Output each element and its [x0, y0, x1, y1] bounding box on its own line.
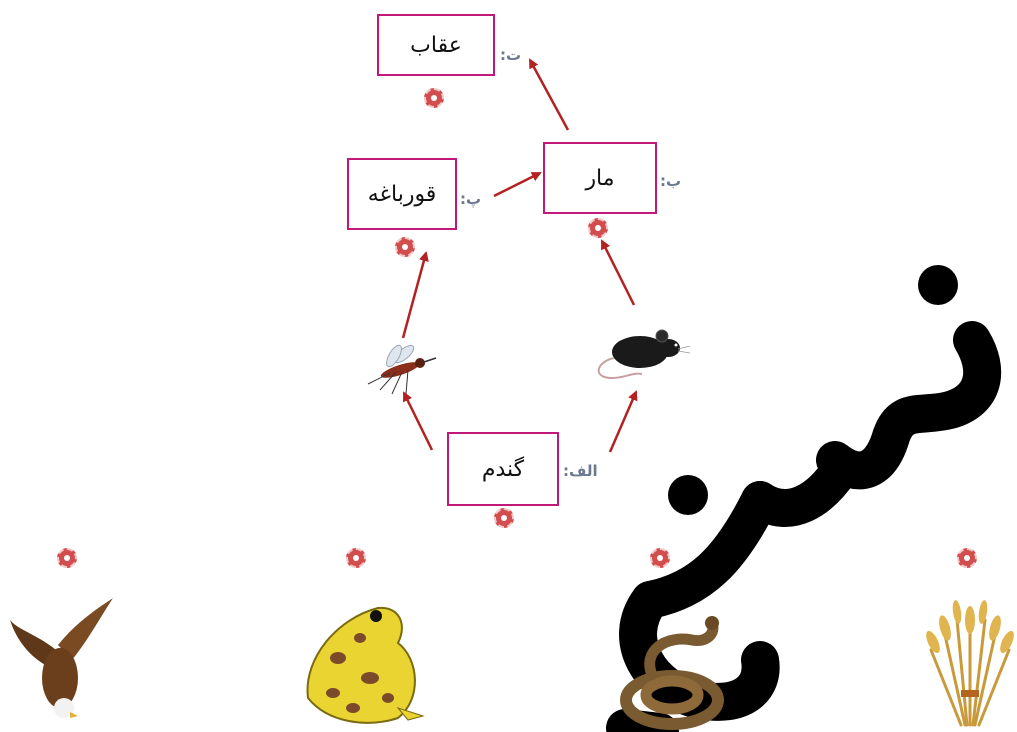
eagle-letter: ت: [500, 46, 522, 64]
eagle-label: عقاب [410, 32, 462, 58]
snake-label: مار [585, 165, 615, 191]
eagle-icon [10, 598, 113, 718]
watermark-graphic [606, 265, 1002, 732]
arrow-wheat-to-mosquito [402, 391, 434, 451]
arrow-mosquito-to-frog [401, 251, 429, 339]
frog-label: قورباغه [367, 181, 437, 207]
snake-icon [620, 616, 724, 730]
arrow-snake-to-eagle [528, 58, 570, 131]
snake-box: مار [543, 142, 657, 214]
wheat-picture-badge-icon [957, 548, 977, 568]
snake-box-badge-icon [588, 218, 608, 238]
snake-picture-badge-icon [650, 548, 670, 568]
frog-letter: پ: [460, 190, 482, 208]
eagle-box-badge-icon [424, 88, 444, 108]
snake-letter: ب: [660, 172, 682, 190]
wheat-box-badge-icon [494, 508, 514, 528]
mouse-icon [597, 329, 691, 380]
arrow-wheat-to-mouse [608, 390, 638, 453]
arrow-mouse-to-snake [600, 239, 636, 306]
arrows [401, 58, 638, 453]
wheat-box: گندم [447, 432, 559, 506]
frog-box: قورباغه [347, 158, 457, 230]
wheat-icon [926, 600, 1014, 727]
frog-box-badge-icon [395, 237, 415, 257]
frog-icon [306, 606, 425, 724]
wheat-label: گندم [481, 456, 525, 482]
arrow-frog-to-snake [493, 171, 542, 198]
mosquito-icon [367, 344, 437, 395]
frog-picture-badge-icon [346, 548, 366, 568]
eagle-box: عقاب [377, 14, 495, 76]
wheat-letter: الف: [563, 462, 598, 480]
eagle-picture-badge-icon [57, 548, 77, 568]
